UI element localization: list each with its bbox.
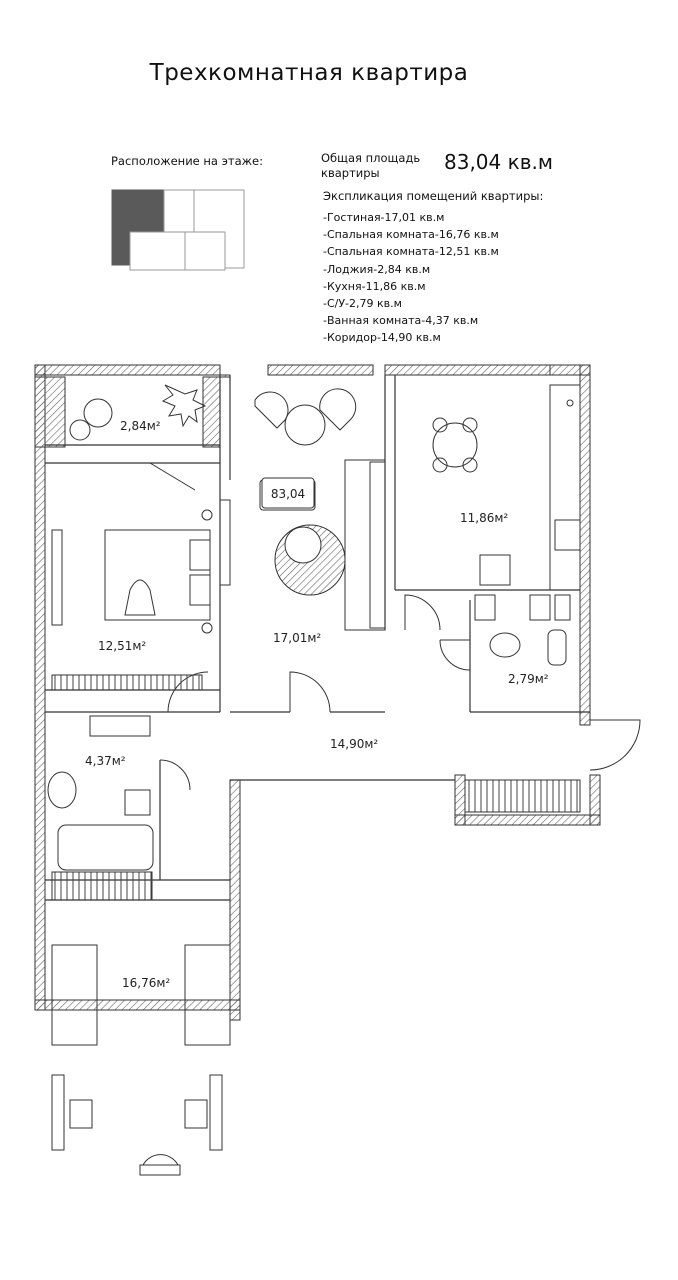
room-label-living: 17,01м² (273, 631, 321, 645)
total-area-label-line2: квартиры (321, 166, 380, 180)
room-label-bathroom: 4,37м² (85, 754, 126, 768)
room-label-corridor: 14,90м² (330, 737, 378, 751)
wc-fixtures (474, 594, 571, 666)
center-badge: 83,04 (261, 477, 315, 509)
radiators (51, 674, 581, 901)
room-label-bedroom-large: 16,76м² (122, 976, 170, 990)
explication-item: -Коридор-14,90 кв.м (323, 331, 441, 345)
explication-item: -Спальная комната-16,76 кв.м (323, 228, 499, 242)
bathroom-fixtures (47, 715, 154, 871)
room-label-bedroom-small: 12,51м² (98, 639, 146, 653)
bed-double (51, 499, 231, 634)
explication-list: -Гостиная-17,01 кв.м -Спальная комната-1… (323, 209, 499, 347)
room-label-wc: 2,79м² (508, 672, 549, 686)
living-furniture (254, 388, 386, 631)
floor-location-map (111, 189, 245, 271)
explication-item: -Лоджия-2,84 кв.м (323, 262, 431, 276)
loggia-furniture (69, 384, 207, 441)
explication-title: Экспликация помещений квартиры: (323, 189, 544, 203)
explication-item: -Ванная комната-4,37 кв.м (323, 314, 479, 328)
room-label-kitchen: 11,86м² (460, 511, 508, 525)
explication-item: -Гостиная-17,01 кв.м (323, 211, 445, 224)
page-title: Трехкомнатная квартира (149, 60, 469, 86)
total-area-value: 83,04 кв.м (444, 150, 553, 174)
explication-item: -Кухня-11,86 кв.м (323, 279, 426, 293)
explication-item: -С/У-2,79 кв.м (323, 297, 402, 311)
bedroom-large-furniture (51, 944, 231, 1176)
total-area-label: Общая площадь квартиры (321, 151, 420, 181)
floor-location-label: Расположение на этаже: (111, 154, 263, 168)
explication-item: -Спальная комната-12,51 кв.м (323, 245, 499, 259)
center-badge-text: 83,04 (271, 487, 305, 501)
doors (149, 462, 641, 791)
total-area-label-line1: Общая площадь (321, 151, 421, 165)
exterior-walls (34, 364, 601, 1021)
kitchen-furniture (432, 384, 581, 591)
room-label-loggia: 2,84м² (120, 419, 161, 433)
